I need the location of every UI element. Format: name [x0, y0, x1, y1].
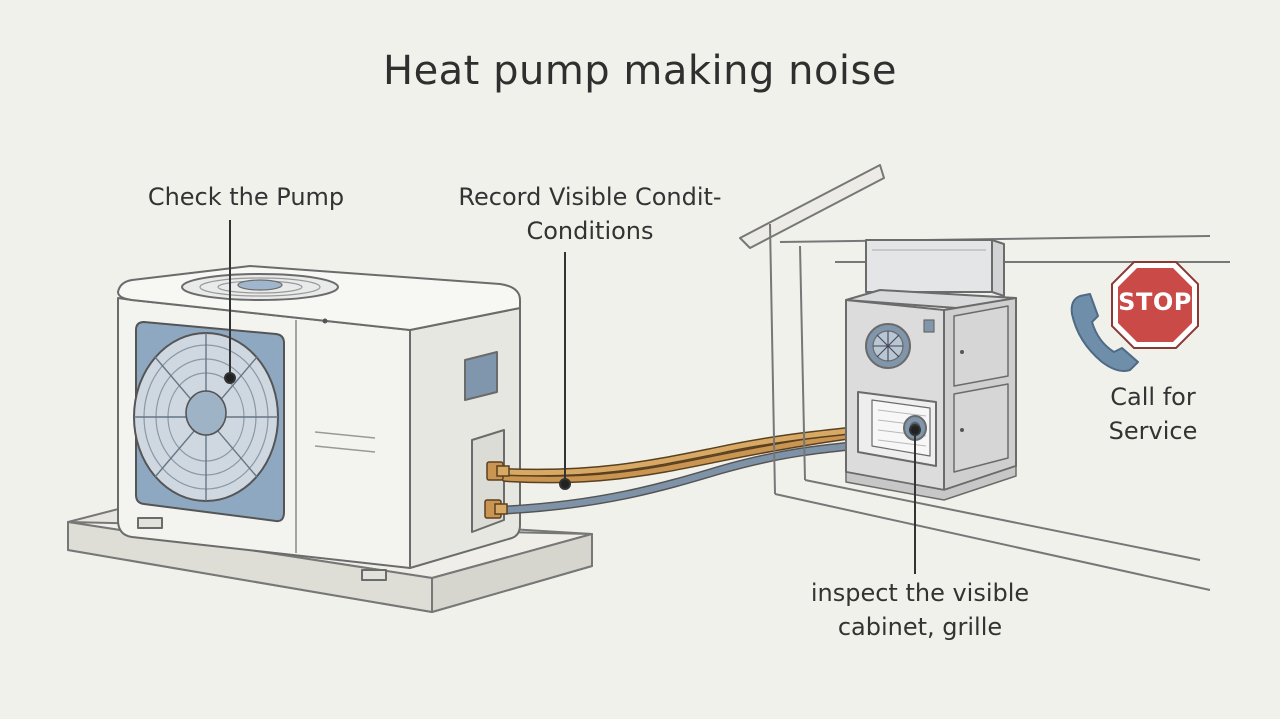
label-record-line2: Conditions — [526, 217, 654, 245]
leader-dot-record-conditions — [559, 478, 571, 490]
leader-dot-inspect-cabinet — [909, 424, 921, 436]
label-service-line1: Call for — [1110, 383, 1196, 411]
label-service-line2: Service — [1108, 417, 1198, 445]
label-record-conditions: Record Visible Condit- Conditions — [440, 180, 740, 248]
label-check-pump: Check the Pump — [126, 180, 366, 214]
label-check-pump-text: Check the Pump — [147, 183, 345, 211]
callout-leaders — [224, 220, 921, 574]
phone-icon — [1070, 293, 1139, 372]
label-call-service: Call for Service — [1088, 380, 1218, 448]
fan-icon — [133, 321, 285, 523]
leader-dot-check-pump — [224, 372, 236, 384]
label-inspect-line1: inspect the visible — [810, 579, 1030, 607]
label-record-line1: Record Visible Condit- — [458, 183, 722, 211]
stop-sign-icon — [1111, 261, 1199, 349]
diagram-title: Heat pump making noise — [382, 48, 897, 94]
label-inspect-cabinet: inspect the visible cabinet, grille — [790, 576, 1050, 644]
indoor-air-handler — [845, 239, 1017, 501]
label-inspect-line2: cabinet, grille — [837, 613, 1003, 641]
stop-sign-text: STOP — [1118, 288, 1192, 316]
service-valves — [484, 461, 510, 519]
